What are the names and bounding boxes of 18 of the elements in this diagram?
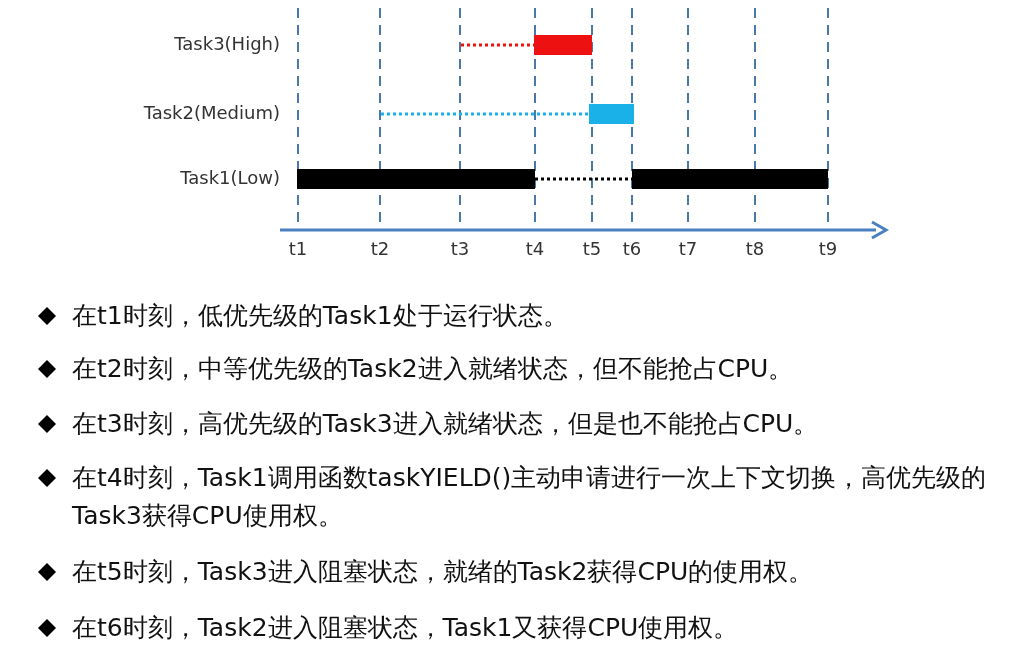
time-label: t1 — [287, 238, 309, 259]
time-label: t9 — [817, 238, 839, 259]
time-label: t4 — [524, 238, 546, 259]
time-label: t6 — [621, 238, 643, 259]
bullet-text: 在t4时刻，Task1调用函数taskYIELD()主动申请进行一次上下文切换，高优先级的Task3获得CPU使用权。 — [72, 462, 988, 532]
time-label: t3 — [449, 238, 471, 259]
time-label: t5 — [581, 238, 603, 259]
time-label: t8 — [744, 238, 766, 259]
task-label: Task3(High) — [173, 33, 280, 54]
bullet-text: 在t3时刻，高优先级的Task3进入就绪状态，但是也不能抢占CPU。 — [72, 408, 820, 440]
bullet-text: 在t5时刻，Task3进入阻塞状态，就绪的Task2获得CPU的使用权。 — [72, 556, 815, 588]
task-label: Task1(Low) — [179, 167, 280, 188]
bullet-text: 在t1时刻，低优先级的Task1处于运行状态。 — [72, 300, 569, 332]
task-label: Task2(Medium) — [142, 102, 280, 123]
bullet-text: 在t2时刻，中等优先级的Task2进入就绪状态，但不能抢占CPU。 — [72, 353, 795, 385]
time-label: t2 — [369, 238, 391, 259]
time-label: t7 — [677, 238, 699, 259]
bullet-text: 在t6时刻，Task2进入阻塞状态，Task1又获得CPU使用权。 — [72, 612, 740, 644]
